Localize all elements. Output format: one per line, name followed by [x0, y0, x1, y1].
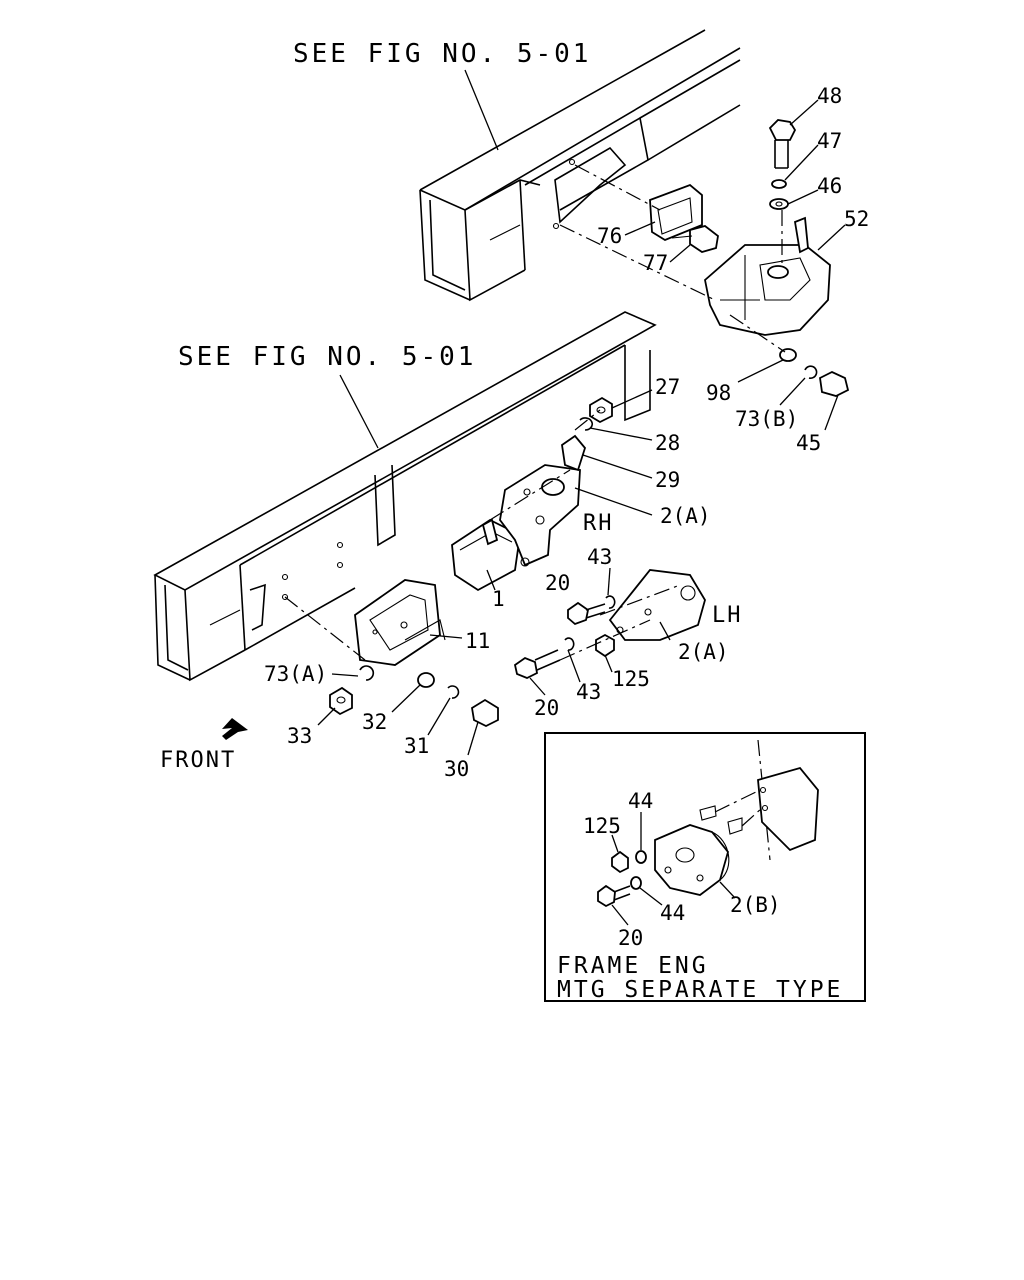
callout-30: 30 [444, 757, 469, 781]
washer-43-lower [564, 637, 575, 651]
bolt-20-upper [567, 601, 589, 626]
engine-mount-52 [704, 244, 831, 336]
nut-125-inset [611, 850, 629, 874]
callout-52: 52 [844, 207, 869, 231]
upper-frame-rail [419, 29, 741, 302]
washer-44-lower [630, 876, 642, 890]
inset-callout-44-lower: 44 [660, 901, 685, 925]
upper-rear-mount [559, 119, 850, 397]
inset-title-line1: FRAME ENG [557, 953, 709, 979]
callout-46: 46 [817, 174, 842, 198]
callout-20-lower: 20 [534, 696, 559, 720]
clip-73b [804, 365, 818, 379]
bolt-20-lower [513, 656, 539, 679]
callout-73a: 73(A) [264, 662, 327, 686]
callout-77: 77 [643, 251, 668, 275]
callout-11: 11 [465, 629, 490, 653]
inset-callout-20: 20 [618, 926, 643, 950]
callout-43-lower: 43 [576, 680, 601, 704]
inset-callout-125: 125 [583, 814, 621, 838]
nut-125 [595, 633, 615, 658]
bolt-45 [819, 371, 850, 397]
bracket-2a-lh [608, 569, 706, 641]
callout-32: 32 [362, 710, 387, 734]
bolt-77 [689, 225, 719, 253]
callout-29: 29 [655, 468, 680, 492]
callout-1: 1 [492, 587, 505, 611]
callout-28: 28 [655, 431, 680, 455]
callout-27: 27 [655, 375, 680, 399]
clip-31 [447, 685, 460, 699]
label-rh: RH [583, 511, 614, 536]
callout-43-upper: 43 [587, 545, 612, 569]
callout-98: 98 [706, 381, 731, 405]
inset-callout-44-upper: 44 [628, 789, 653, 813]
washer-44-upper [635, 850, 647, 864]
washer-32 [417, 672, 435, 688]
callout-45: 45 [796, 431, 821, 455]
washer-46 [769, 198, 789, 210]
washer-43-upper [605, 595, 616, 609]
lower-front-mount [284, 396, 706, 728]
callout-2a-lh: 2(A) [678, 640, 729, 664]
front-arrow-icon [222, 718, 248, 740]
inset-panel: 44 125 2(B) 44 20 FRAME ENG MTG SEPARATE… [544, 732, 866, 1003]
label-front: FRONT [160, 748, 236, 773]
clip-28 [579, 417, 593, 431]
callout-125: 125 [612, 667, 650, 691]
callout-20-upper: 20 [545, 571, 570, 595]
callout-31: 31 [404, 734, 429, 758]
nut-27 [589, 396, 613, 424]
washer-47 [771, 179, 787, 189]
leader-lines [317, 69, 846, 756]
callout-47: 47 [817, 129, 842, 153]
label-lh: LH [712, 603, 743, 628]
callout-2a-rh: 2(A) [660, 504, 711, 528]
nut-33 [329, 686, 353, 716]
callout-48: 48 [817, 84, 842, 108]
bolt-48 [768, 119, 797, 141]
callout-33: 33 [287, 724, 312, 748]
bolt-30 [471, 698, 499, 728]
clip-73a [359, 665, 375, 681]
see-fig-ref-top: SEE FIG NO. 5-01 [293, 39, 591, 69]
inset-title-line2: MTG SEPARATE TYPE [557, 977, 843, 1003]
bracket-11 [354, 579, 441, 666]
callout-73b: 73(B) [735, 407, 798, 431]
lower-frame-rail [153, 311, 657, 682]
stopper-29 [561, 434, 587, 472]
callout-76: 76 [597, 224, 622, 248]
see-fig-ref-mid: SEE FIG NO. 5-01 [178, 342, 476, 372]
bolt-20-inset [597, 884, 616, 908]
inset-callout-2b: 2(B) [730, 893, 781, 917]
labels: SEE FIG NO. 5-01 SEE FIG NO. 5-01 48 47 … [160, 39, 869, 781]
